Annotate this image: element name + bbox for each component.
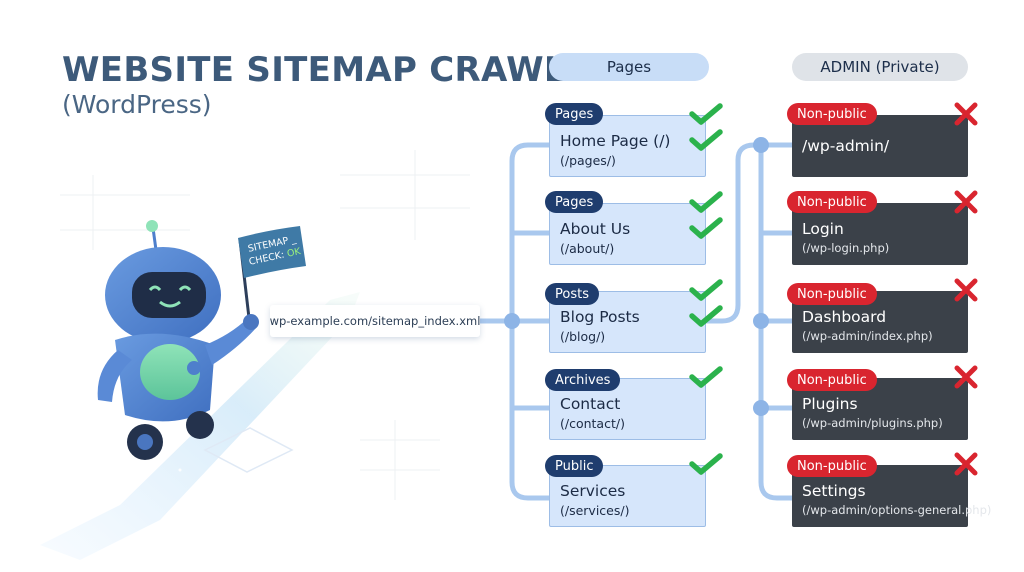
page-type-tag: Pages <box>545 103 604 125</box>
admin-card: /wp-admin/ <box>792 115 968 177</box>
crawl-beam <box>40 292 360 560</box>
page-card-path: (/blog/) <box>560 329 606 344</box>
pages-nodes <box>504 313 520 329</box>
access-tag: Non-public <box>787 283 877 305</box>
admin-column-header: ADMIN (Private) <box>792 53 968 81</box>
cross-icon <box>953 189 979 215</box>
page-card-title: Blog Posts <box>560 308 640 326</box>
page-type-tag: Pages <box>545 191 604 213</box>
robot-icon <box>97 220 306 460</box>
page-card: Contact (/contact/) <box>549 378 706 440</box>
page-card: Home Page (/) (/pages/) <box>549 115 706 177</box>
admin-card-title: Settings <box>802 482 866 500</box>
page-title: WEBSITE SITEMAP CRAWL <box>62 50 566 90</box>
page-card-path: (/contact/) <box>560 416 625 431</box>
page-card-title: Home Page (/) <box>560 132 671 150</box>
page-card-title: About Us <box>560 220 631 238</box>
check-icon <box>689 305 723 327</box>
page-card: Blog Posts (/blog/) <box>549 291 706 353</box>
page-card-title: Contact <box>560 395 621 413</box>
page-card: About Us (/about/) <box>549 203 706 265</box>
page-card-title: Services <box>560 482 626 500</box>
check-icon <box>689 453 723 475</box>
admin-card: Dashboard (/wp-admin/index.php) <box>792 291 968 353</box>
floor-outline <box>203 427 294 473</box>
admin-card-title: Login <box>802 220 844 238</box>
page-type-tag: Archives <box>545 369 621 391</box>
access-tag: Non-public <box>787 191 877 213</box>
access-tag: Non-public <box>787 103 877 125</box>
check-icon <box>689 217 723 239</box>
cross-icon <box>953 451 979 477</box>
pages-column-header: Pages <box>549 53 709 81</box>
page-subtitle: (WordPress) <box>62 90 212 119</box>
sitemap-url: wp-example.com/sitemap_index.xml <box>270 305 480 337</box>
access-tag: Non-public <box>787 455 877 477</box>
admin-card: Login (/wp-login.php) <box>792 203 968 265</box>
admin-card-path: (/wp-admin/plugins.php) <box>802 416 943 430</box>
cross-icon <box>953 101 979 127</box>
check-icon <box>689 129 723 151</box>
cross-icon <box>953 364 979 390</box>
admin-card-path: (/wp-admin/options-general.php) <box>802 503 992 517</box>
admin-nodes <box>753 137 769 416</box>
cross-icon <box>953 277 979 303</box>
check-icon <box>689 366 723 388</box>
admin-card-title: Plugins <box>802 395 858 413</box>
page-type-tag: Public <box>545 455 604 477</box>
flag-icon <box>238 226 306 278</box>
check-icon <box>689 103 723 125</box>
check-icon <box>689 279 723 301</box>
admin-card-path: (/wp-admin/index.php) <box>802 329 933 343</box>
page-card-path: (/about/) <box>560 241 615 256</box>
background-grid <box>60 150 470 500</box>
page-type-tag: Posts <box>545 283 599 305</box>
admin-card-title: Dashboard <box>802 308 887 326</box>
admin-card-title: /wp-admin/ <box>802 137 890 155</box>
admin-card-path: (/wp-login.php) <box>802 241 890 255</box>
page-card-path: (/services/) <box>560 503 630 518</box>
check-icon <box>689 191 723 213</box>
page-card-path: (/pages/) <box>560 153 616 168</box>
access-tag: Non-public <box>787 369 877 391</box>
